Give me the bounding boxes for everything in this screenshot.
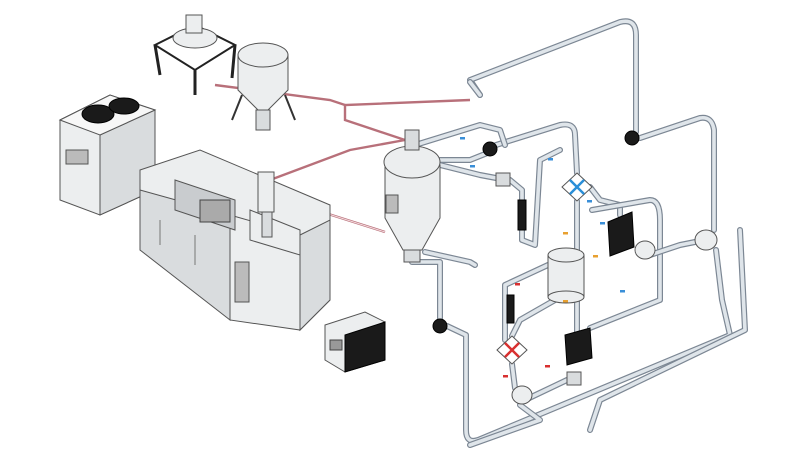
- pipe-segment: [510, 298, 557, 338]
- pipe-segment: [588, 185, 622, 217]
- pipe-segment: [467, 18, 639, 135]
- flow-arrow-icon: [593, 255, 598, 258]
- mold-temperature-controller-icon: [324, 311, 386, 373]
- pipe-segment: [638, 115, 716, 232]
- pipe-segment: [437, 147, 563, 248]
- loader-icon: [257, 171, 275, 238]
- chiller-icon: [58, 94, 157, 216]
- pipe-segment: [648, 240, 697, 257]
- flow-arrow-icon: [470, 165, 475, 168]
- dryer-hopper-icon: [383, 129, 441, 263]
- flow-arrow-icon: [587, 200, 592, 203]
- pipe-network: [409, 18, 748, 448]
- mixing-tank-icon: [231, 42, 296, 131]
- blower-icon: [482, 141, 498, 157]
- flow-arrow-icon: [545, 365, 550, 368]
- flow-arrow-icon: [515, 283, 520, 286]
- flow-arrows: [460, 137, 625, 378]
- flow-arrow-icon: [503, 375, 508, 378]
- pipe-segment: [468, 80, 482, 97]
- filter-icon: [495, 172, 511, 187]
- pipe-segment: [409, 259, 443, 321]
- flow-arrow-icon: [460, 137, 465, 140]
- heat-exchanger-icon: [561, 172, 593, 202]
- pipe-segment: [410, 260, 442, 320]
- pipe-segment: [423, 250, 477, 267]
- separator-cylinder-icon: [547, 247, 585, 304]
- flow-arrow-icon: [563, 300, 568, 303]
- pump-icon: [511, 385, 533, 405]
- filter-icon: [566, 371, 582, 386]
- pump-icon: [694, 229, 718, 251]
- pipe-segment: [468, 19, 638, 134]
- pipe-segment: [494, 122, 579, 175]
- flow-arrow-icon: [620, 290, 625, 293]
- pipe-segment: [588, 228, 747, 432]
- flow-arrow-icon: [563, 232, 568, 235]
- flow-arrow-icon: [548, 158, 553, 161]
- heat-exchanger-icon: [496, 335, 528, 365]
- pipe-segment: [438, 150, 492, 162]
- radiator-icon: [517, 199, 527, 231]
- radiator-icon: [607, 211, 635, 257]
- injection-machine-icon: [139, 149, 331, 332]
- pipe-segment: [587, 227, 748, 433]
- pipe-segment: [588, 198, 662, 330]
- pipe-segment: [410, 123, 507, 148]
- blower-icon: [624, 130, 640, 146]
- radiator-icon: [564, 327, 593, 366]
- blower-icon: [432, 318, 448, 334]
- pipe-segment: [445, 248, 732, 443]
- pipe-segment: [503, 263, 550, 342]
- flow-arrow-icon: [600, 222, 605, 225]
- radiator-icon: [506, 294, 515, 324]
- vacuum-hopper-icon: [152, 14, 238, 95]
- pipe-segment: [468, 403, 542, 447]
- pump-icon: [634, 240, 656, 260]
- pipe-segment: [438, 148, 562, 247]
